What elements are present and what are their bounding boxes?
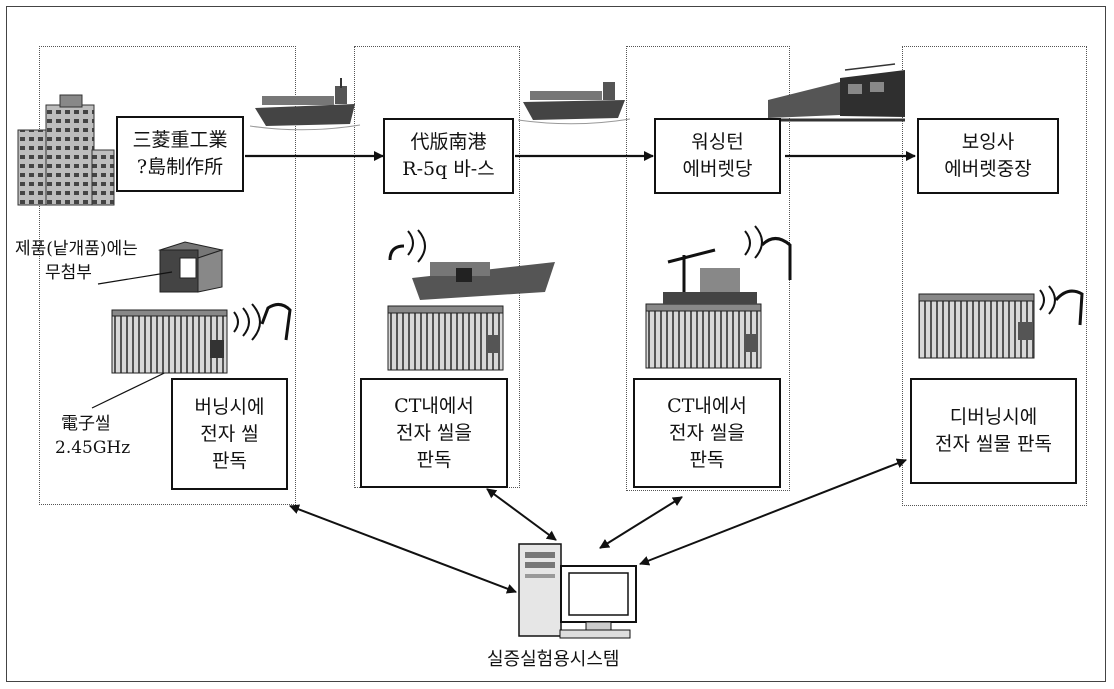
station-box-1: 三菱重工業 ?島制作所 [116,116,244,192]
station-name-line: 보잉사 [962,129,1014,156]
seal-note-line: 2.45GHz [55,436,130,460]
read-line: 판독 [690,447,725,474]
station-name-line: 에버렛당 [683,156,753,183]
station-name-line: R-5q 바-스 [402,156,494,183]
station-name-line: 워싱턴 [691,129,743,156]
container-icon-2 [388,306,503,370]
freight-train-icon [768,64,905,120]
read-box-2: CT내에서 전자 씰을 판독 [360,378,508,488]
read-line: 전자 씰 [200,421,258,448]
read-box-4: 디버닝시에 전자 씰물 판독 [910,378,1077,484]
read-line: CT내에서 [667,393,747,420]
computer-workstation-icon [519,544,636,638]
seal-note: 電子씰 2.45GHz [55,412,130,460]
station-box-3: 워싱턴 에버렛당 [654,118,781,194]
read-line: 전자 씰을 [396,420,472,447]
seal-note-line: 電子씰 [55,412,130,436]
product-note-line: 무첨부 [15,261,138,285]
station-name-line: ?島制作所 [137,154,223,181]
read-line: CT내에서 [394,393,474,420]
station-name-line: 에버렛중장 [944,156,1031,183]
crate-icon [160,242,222,292]
ship-loading-icon [390,230,555,300]
read-line: 판독 [212,448,247,475]
product-note: 제품(낱개품)에는 무첨부 [15,237,138,285]
read-line: 디버닝시에 [950,404,1037,431]
station-name-line: 代版南港 [410,129,486,156]
read-box-3: CT내에서 전자 씰을 판독 [633,378,781,488]
read-line: 버닝시에 [195,394,265,421]
station-box-2: 代版南港 R-5q 바-스 [383,118,514,194]
container-icon-3 [646,304,761,368]
rfid-reader-icon-1 [234,304,290,340]
cargo-ship-icon-2 [518,82,630,124]
station-box-4: 보잉사 에버렛중장 [917,118,1059,194]
read-line: 판독 [417,447,452,474]
read-box-1: 버닝시에 전자 씰 판독 [171,378,288,490]
read-line: 전자 씰을 [669,420,745,447]
crane-ship-icon [663,226,790,304]
container-icon-1 [112,310,227,373]
system-label: 실증실험용시스템 [487,648,619,672]
rfid-reader-icon-4 [1040,286,1082,325]
container-icon-4 [919,294,1034,358]
station-name-line: 三菱重工業 [132,127,227,154]
product-note-line: 제품(낱개품)에는 [15,237,138,261]
cargo-ship-icon [250,78,360,130]
read-line: 전자 씰물 판독 [935,431,1052,458]
factory-building-icon [18,95,114,205]
